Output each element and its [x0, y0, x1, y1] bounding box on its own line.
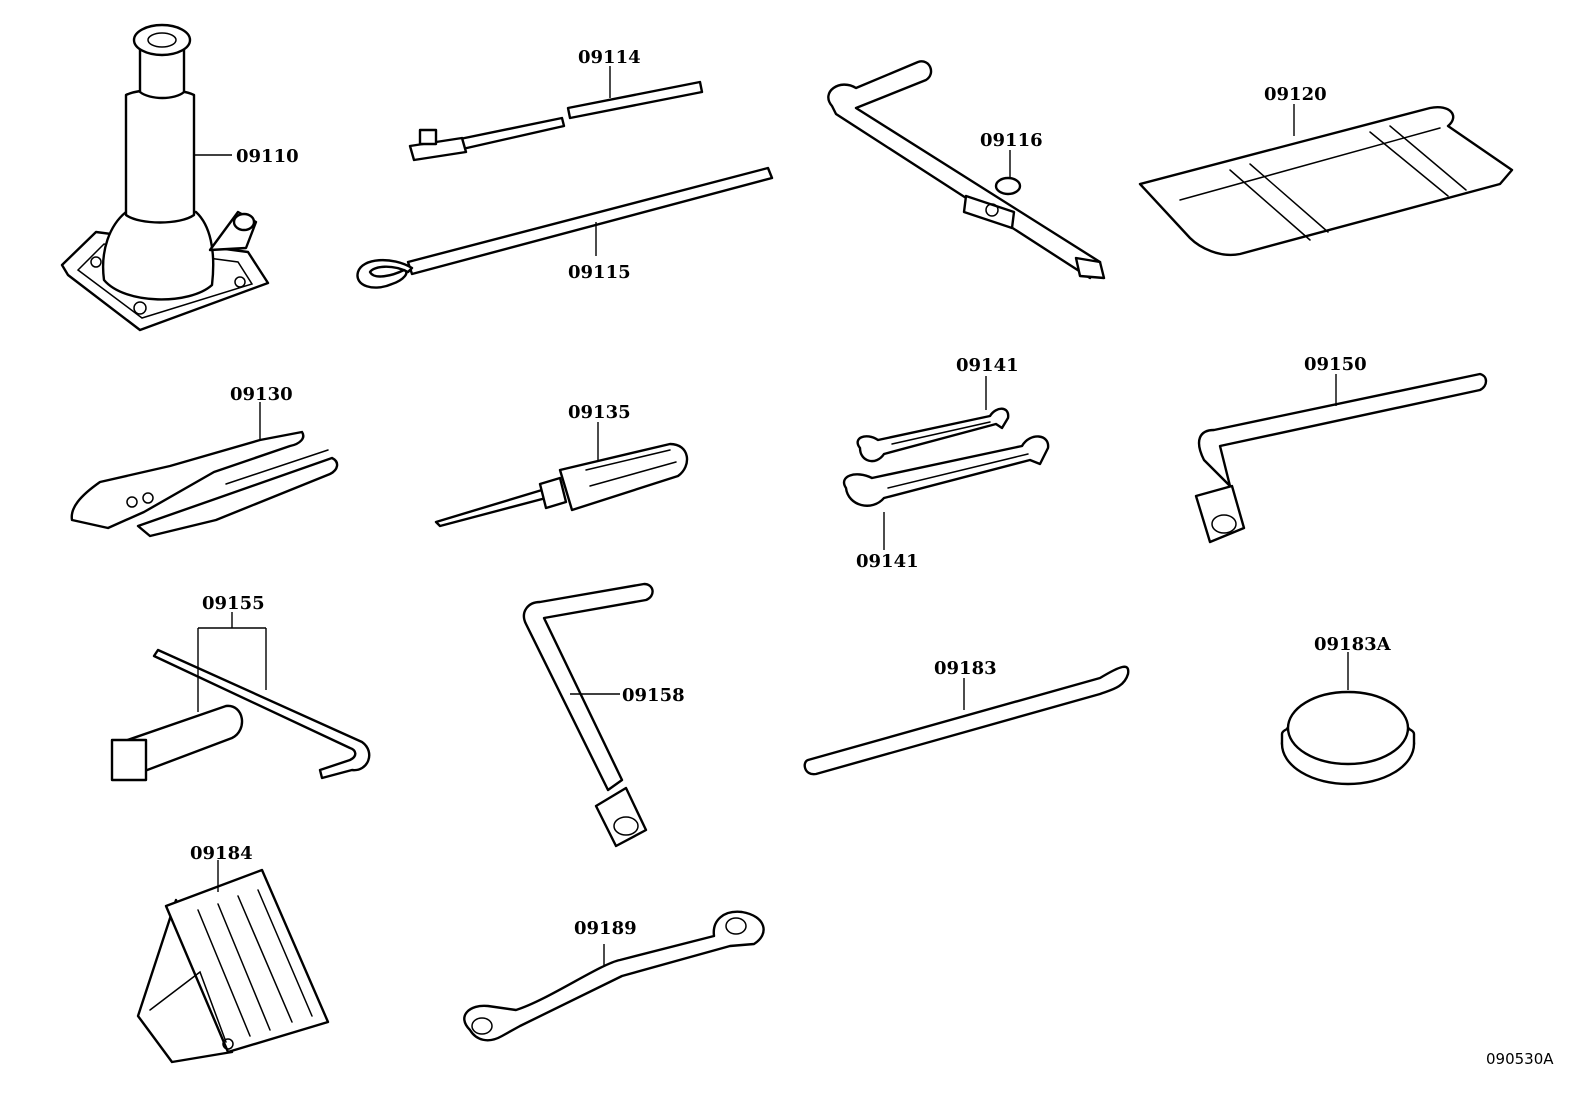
- callout-09150: 09150: [1304, 354, 1367, 375]
- callout-09141-top: 09141: [956, 355, 1019, 376]
- wheel-chock-illustration: [136, 860, 330, 1064]
- tool-bag-illustration: [1138, 104, 1514, 257]
- tire-lever-illustration: [803, 665, 1130, 776]
- callout-09114: 09114: [578, 47, 641, 68]
- callout-09116: 09116: [980, 130, 1043, 151]
- callout-09158: 09158: [622, 685, 685, 706]
- wheel-nut-wrench-illustration: [827, 60, 1106, 280]
- callout-09130: 09130: [230, 384, 293, 405]
- jack-handle-illustration: [356, 166, 774, 289]
- callout-09120: 09120: [1264, 84, 1327, 105]
- pliers-illustration: [70, 402, 339, 538]
- l-socket-wrench-illustration: [522, 582, 654, 848]
- jack-illustration: [60, 23, 270, 332]
- diagram-reference: 090530A: [1486, 1050, 1554, 1068]
- ring-wrench-illustration: [463, 910, 765, 1042]
- callout-09155: 09155: [202, 593, 265, 614]
- callout-09183: 09183: [934, 658, 997, 679]
- l-wrench-illustration: [1194, 372, 1488, 544]
- jack-handle-extension-illustration: [408, 66, 704, 162]
- plug-wrench-set-illustration: [110, 612, 371, 782]
- callout-09115: 09115: [568, 262, 631, 283]
- callout-09189: 09189: [574, 918, 637, 939]
- wrenches-illustration: [842, 376, 1050, 550]
- cap-illustration: [1280, 652, 1416, 786]
- callout-09141-bottom: 09141: [856, 551, 919, 572]
- callout-09184: 09184: [190, 843, 253, 864]
- screwdriver-illustration: [434, 422, 689, 528]
- callout-09110: 09110: [236, 146, 299, 167]
- callout-09135: 09135: [568, 402, 631, 423]
- callout-09183A: 09183A: [1314, 634, 1392, 655]
